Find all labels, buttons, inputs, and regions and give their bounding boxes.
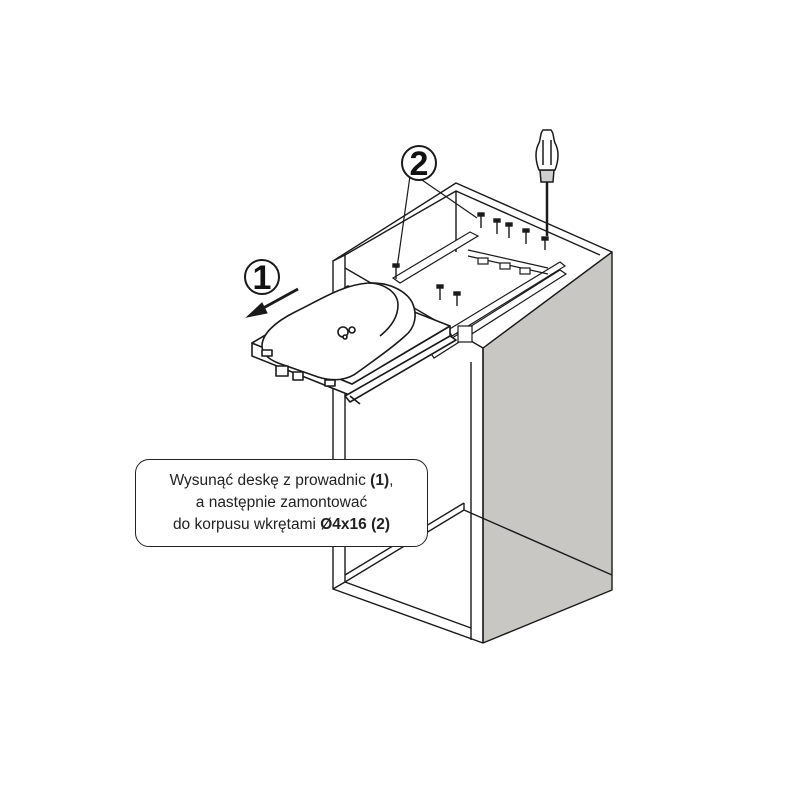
instruction-box: Wysunąć deskę z prowadnic (1), a następn… xyxy=(135,459,428,547)
instruction-screw-spec: Ø4x16 xyxy=(320,516,367,533)
cabinet xyxy=(332,182,613,644)
instruction-line-1-text: Wysunąć deskę z prowadnic xyxy=(169,472,371,489)
instruction-line-1-end: , xyxy=(389,472,394,489)
instruction-line-3-text: do korpusu wkrętami xyxy=(172,516,321,533)
callout-2-label: 2 xyxy=(410,145,429,183)
instruction-line-3: do korpusu wkrętami Ø4x16 (2) xyxy=(173,514,390,536)
callout-1-label: 1 xyxy=(253,259,272,297)
ironing-board xyxy=(251,282,457,405)
screw xyxy=(392,263,400,279)
instruction-ref-2: (2) xyxy=(371,516,391,533)
pull-direction-arrow xyxy=(245,287,299,318)
instruction-line-2: a następnie zamontować xyxy=(196,492,367,514)
board-knob-icon xyxy=(337,326,356,340)
screws xyxy=(392,212,549,306)
callout-1: 1 xyxy=(244,259,280,297)
screwdriver-icon xyxy=(535,129,559,236)
screw xyxy=(477,212,485,228)
screw xyxy=(436,284,444,300)
callout-2-leaders xyxy=(396,175,478,269)
instruction-ref-1: (1) xyxy=(370,472,390,489)
instruction-line-2-text: a następnie zamontować xyxy=(195,494,368,511)
screw xyxy=(493,218,501,234)
drawer-rail xyxy=(391,231,568,359)
instruction-line-1: Wysunąć deskę z prowadnic (1), xyxy=(170,470,394,492)
screw xyxy=(505,222,513,238)
screw xyxy=(522,228,530,244)
callout-2: 2 xyxy=(401,145,437,183)
screw xyxy=(541,236,549,250)
screw xyxy=(453,291,461,306)
